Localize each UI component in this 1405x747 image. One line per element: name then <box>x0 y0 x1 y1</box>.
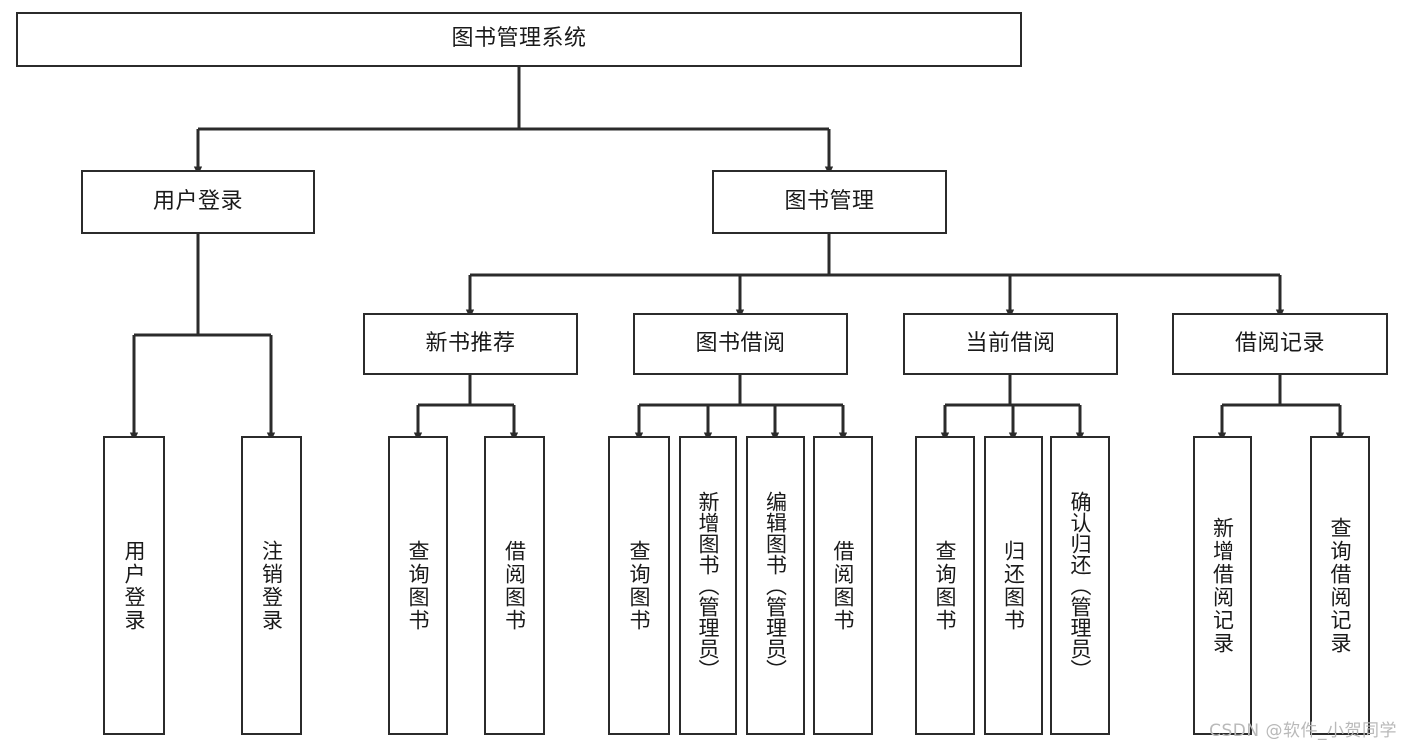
node-borrow-record[interactable]: 借阅记录 <box>1172 313 1388 375</box>
node-label: 用户登录 <box>122 539 147 632</box>
node-leaf-borrow-book-1[interactable]: 借阅图书 <box>484 436 545 735</box>
connector-bus <box>418 375 514 407</box>
node-label: 查询图书 <box>406 539 431 632</box>
node-leaf-user-login[interactable]: 用户登录 <box>103 436 165 735</box>
node-label: 借阅图书 <box>502 539 527 632</box>
node-leaf-query-book-1[interactable]: 查询图书 <box>388 436 448 735</box>
node-label: 新增借阅记录 <box>1210 516 1235 655</box>
node-label: 图书管理 <box>784 188 875 214</box>
connector-bus <box>1222 375 1340 407</box>
connector-bus <box>198 67 829 131</box>
node-label: 查询借阅记录 <box>1328 516 1353 655</box>
node-label: 当前借阅 <box>965 330 1056 356</box>
node-label: 图书借阅 <box>695 330 786 356</box>
node-label: 归还图书 <box>1001 539 1026 632</box>
node-leaf-add-book[interactable]: 新增图书（管理员） <box>679 436 737 735</box>
node-label: 借阅记录 <box>1234 330 1325 356</box>
node-label: 确认归还（管理员） <box>1068 491 1093 680</box>
node-label: 新增图书（管理员） <box>696 491 721 680</box>
node-label: 查询图书 <box>627 539 652 632</box>
node-book-borrow[interactable]: 图书借阅 <box>633 313 848 375</box>
node-label: 新书推荐 <box>425 330 516 356</box>
node-label: 借阅图书 <box>831 539 856 632</box>
node-leaf-user-logout[interactable]: 注销登录 <box>241 436 302 735</box>
node-leaf-query-record[interactable]: 查询借阅记录 <box>1310 436 1370 735</box>
node-leaf-confirm-return[interactable]: 确认归还（管理员） <box>1050 436 1110 735</box>
node-label: 查询图书 <box>933 539 958 632</box>
node-current-borrow[interactable]: 当前借阅 <box>903 313 1118 375</box>
connector-bus <box>639 375 843 407</box>
node-leaf-edit-book[interactable]: 编辑图书（管理员） <box>746 436 805 735</box>
node-label: 用户登录 <box>152 188 243 214</box>
node-leaf-query-book-3[interactable]: 查询图书 <box>915 436 975 735</box>
node-leaf-return-book[interactable]: 归还图书 <box>984 436 1043 735</box>
connector-bus <box>134 234 271 337</box>
connector-bus <box>945 375 1080 407</box>
node-label: 编辑图书（管理员） <box>763 491 788 680</box>
csdn-watermark: CSDN @软件_小贺同学 <box>1209 721 1397 741</box>
connector-bus <box>470 234 1280 277</box>
node-user-login[interactable]: 用户登录 <box>81 170 315 234</box>
edge-group <box>129 67 1345 441</box>
node-leaf-query-book-2[interactable]: 查询图书 <box>608 436 670 735</box>
node-label: 注销登录 <box>259 539 284 632</box>
node-leaf-borrow-book-2[interactable]: 借阅图书 <box>813 436 873 735</box>
node-label: 图书管理系统 <box>451 26 587 52</box>
node-book-manage[interactable]: 图书管理 <box>712 170 947 234</box>
node-new-book-rec[interactable]: 新书推荐 <box>363 313 578 375</box>
node-leaf-add-record[interactable]: 新增借阅记录 <box>1193 436 1252 735</box>
node-root-system[interactable]: 图书管理系统 <box>16 12 1022 67</box>
